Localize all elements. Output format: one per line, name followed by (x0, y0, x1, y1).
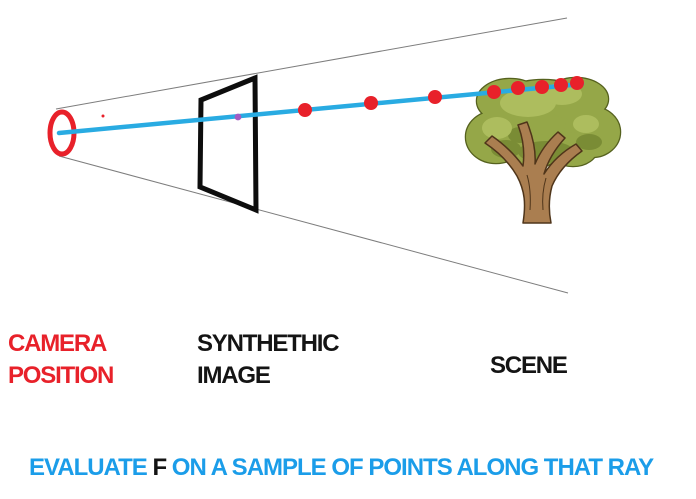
pixel-dot (234, 113, 242, 121)
sample-point-5 (511, 81, 525, 95)
tree-foliage-shadow (576, 134, 602, 150)
tree-trunk-detail-2 (542, 177, 547, 211)
camera-position-line1: CAMERA (8, 330, 107, 357)
sample-point-8 (570, 76, 584, 90)
synthetic-image-line2: IMAGE (197, 362, 271, 389)
camera-position-line2: POSITION (8, 362, 114, 389)
camera-position-label: CAMERA POSITION (8, 328, 114, 392)
image-plane-layer (197, 74, 259, 214)
caption-rest-text: ON A SAMPLE OF POINTS ALONG THAT RAY (166, 454, 654, 481)
sample-point-6 (535, 80, 549, 94)
tree-trunk-detail-1 (526, 174, 531, 211)
sample-point-7 (554, 78, 568, 92)
frustum-line-bottom (58, 155, 569, 294)
caption-f-symbol: F (152, 454, 167, 481)
image-plane-frame (197, 74, 259, 214)
tree-foliage-highlight (482, 117, 512, 139)
sample-point-4 (487, 85, 501, 99)
tree-trunk (484, 121, 583, 224)
sample-point-3 (428, 90, 442, 104)
frustum-line-top (55, 17, 568, 110)
tree-illustration (464, 76, 622, 224)
tree-foliage-highlight (573, 115, 599, 133)
stray-dot (101, 114, 105, 118)
caption-evaluate-text: EVALUATE (29, 454, 153, 481)
caption: EVALUATE F ON A SAMPLE OF POINTS ALONG T… (29, 454, 654, 482)
sample-dots-layer (101, 76, 584, 121)
tree-foliage-highlight (500, 89, 556, 117)
sample-point-2 (364, 96, 378, 110)
sample-point-1 (298, 103, 312, 117)
synthetic-image-label: SYNTHETHIC IMAGE (197, 328, 340, 392)
scene-label: SCENE (490, 352, 568, 379)
synthetic-image-line1: SYNTHETHIC (197, 330, 340, 357)
frustum-layer (55, 17, 569, 294)
